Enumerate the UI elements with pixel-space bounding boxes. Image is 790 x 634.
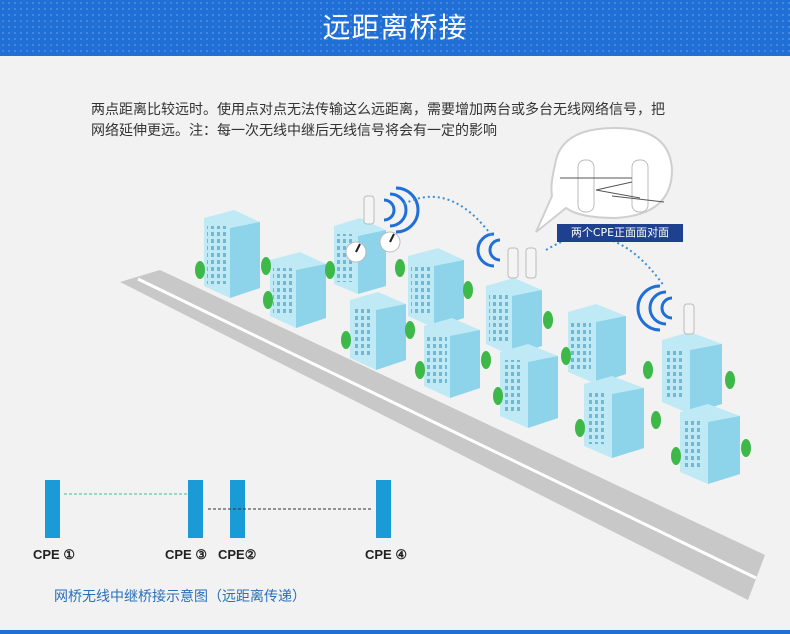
- signal-waves-icon: [383, 186, 673, 332]
- cpe-label-1: CPE ①: [33, 547, 75, 562]
- building: [680, 404, 740, 484]
- building: [500, 344, 558, 428]
- cpe-device-icon: [507, 247, 537, 279]
- building: [424, 318, 480, 398]
- building: [334, 218, 386, 294]
- diagram-caption: 网桥无线中继桥接示意图（远距离传递）: [54, 589, 306, 605]
- description-text: 两点距离比较远时。使用点对点无法传输这么远距离，需要增加两台或多台无线网络信号，…: [91, 100, 711, 142]
- cpe-label-3: CPE ③: [165, 547, 207, 562]
- header-banner: 远距离桥接: [0, 0, 790, 56]
- signal-link: [403, 195, 493, 237]
- cpe-bar-3: [188, 480, 203, 538]
- cpe-label-2: CPE②: [218, 547, 257, 562]
- bridge-illustration: [45, 126, 765, 600]
- building: [270, 252, 326, 328]
- building: [350, 292, 406, 370]
- page-title: 远距离桥接: [322, 11, 468, 44]
- road: [120, 270, 765, 600]
- cpe-bar-1: [45, 480, 60, 538]
- building: [486, 278, 542, 356]
- building: [408, 248, 464, 328]
- building: [568, 304, 626, 384]
- router-icon: [345, 231, 401, 263]
- description-line-2: 网络延伸更远。注：每一次无线中继后无线信号将会有一定的影响: [91, 123, 497, 139]
- trees: [195, 257, 751, 465]
- cpe-device-icon: [363, 195, 375, 225]
- building: [584, 376, 644, 458]
- cpe-device-icon: [683, 303, 695, 335]
- building: [204, 210, 260, 298]
- callout-label: 两个CPE正面面对面: [557, 224, 683, 242]
- cpe-bar-4: [376, 480, 391, 538]
- footer-rule: [0, 630, 790, 634]
- road-line: [137, 277, 757, 580]
- description-line-1: 两点距离比较远时。使用点对点无法传输这么远距离，需要增加两台或多台无线网络信号，…: [91, 102, 665, 118]
- callout-bubble: [535, 126, 674, 233]
- cpe-bar-2: [230, 480, 245, 538]
- building: [662, 332, 722, 414]
- signal-link: [545, 235, 665, 287]
- cpe-label-4: CPE ④: [365, 547, 407, 562]
